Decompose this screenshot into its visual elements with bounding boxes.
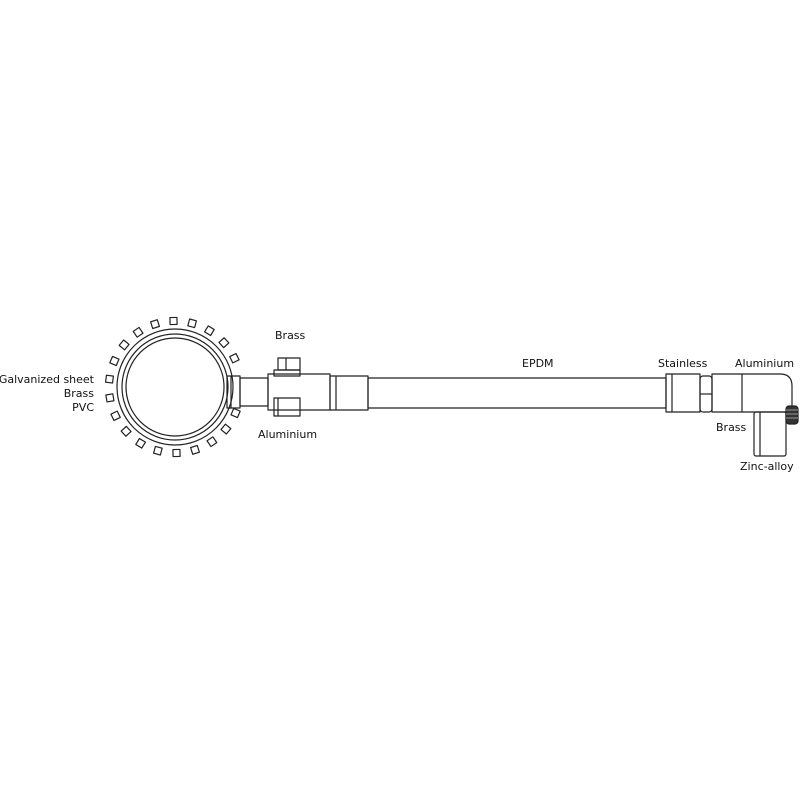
gear-tooth — [229, 352, 240, 364]
gear-tooth — [203, 325, 215, 337]
gear-tooth — [190, 444, 200, 455]
label-brass-right: Brass — [716, 421, 747, 434]
label-zinc-alloy: Zinc-alloy — [740, 460, 794, 473]
gear-tooth — [150, 319, 160, 330]
pvc-ring — [125, 337, 225, 437]
brass-nut — [699, 375, 713, 413]
gear-tooth — [120, 425, 132, 437]
brass-valve — [267, 357, 331, 417]
gear-tooth — [153, 445, 163, 456]
gear-tooth — [220, 423, 232, 435]
gear-tooth — [169, 316, 178, 326]
gear-tooth — [105, 393, 115, 403]
label-aluminium-bottom: Aluminium — [258, 428, 318, 441]
gear-tooth — [118, 339, 130, 351]
gear-tooth — [206, 436, 218, 448]
gear-tooth — [218, 337, 230, 349]
label-galvanized-sheet: Galvanized sheet — [0, 373, 94, 386]
outer-ring — [116, 328, 234, 446]
gear-tooth — [105, 374, 114, 384]
label-pvc: PVC — [72, 401, 94, 414]
aluminium-coupling — [329, 375, 369, 411]
ring-gear — [105, 316, 241, 458]
epdm-hose — [367, 377, 667, 409]
gear-tooth — [135, 437, 147, 449]
label-brass-left: Brass — [63, 387, 94, 400]
aluminium-elbow — [711, 373, 793, 413]
label-aluminium-right: Aluminium — [735, 357, 795, 370]
brass-ring — [121, 333, 229, 441]
gear-tooth — [230, 407, 241, 419]
label-epdm: EPDM — [522, 357, 554, 370]
gear-tooth — [110, 410, 121, 422]
gear-tooth — [132, 326, 144, 338]
gear-tooth — [172, 448, 181, 458]
gear-tooth — [187, 318, 197, 329]
gear-tooth — [109, 355, 120, 367]
label-stainless: Stainless — [658, 357, 708, 370]
knurled-screw — [785, 405, 799, 425]
zinc-alloy-block — [753, 411, 787, 457]
stainless-ferrule — [665, 373, 701, 413]
label-brass-top: Brass — [275, 329, 306, 342]
